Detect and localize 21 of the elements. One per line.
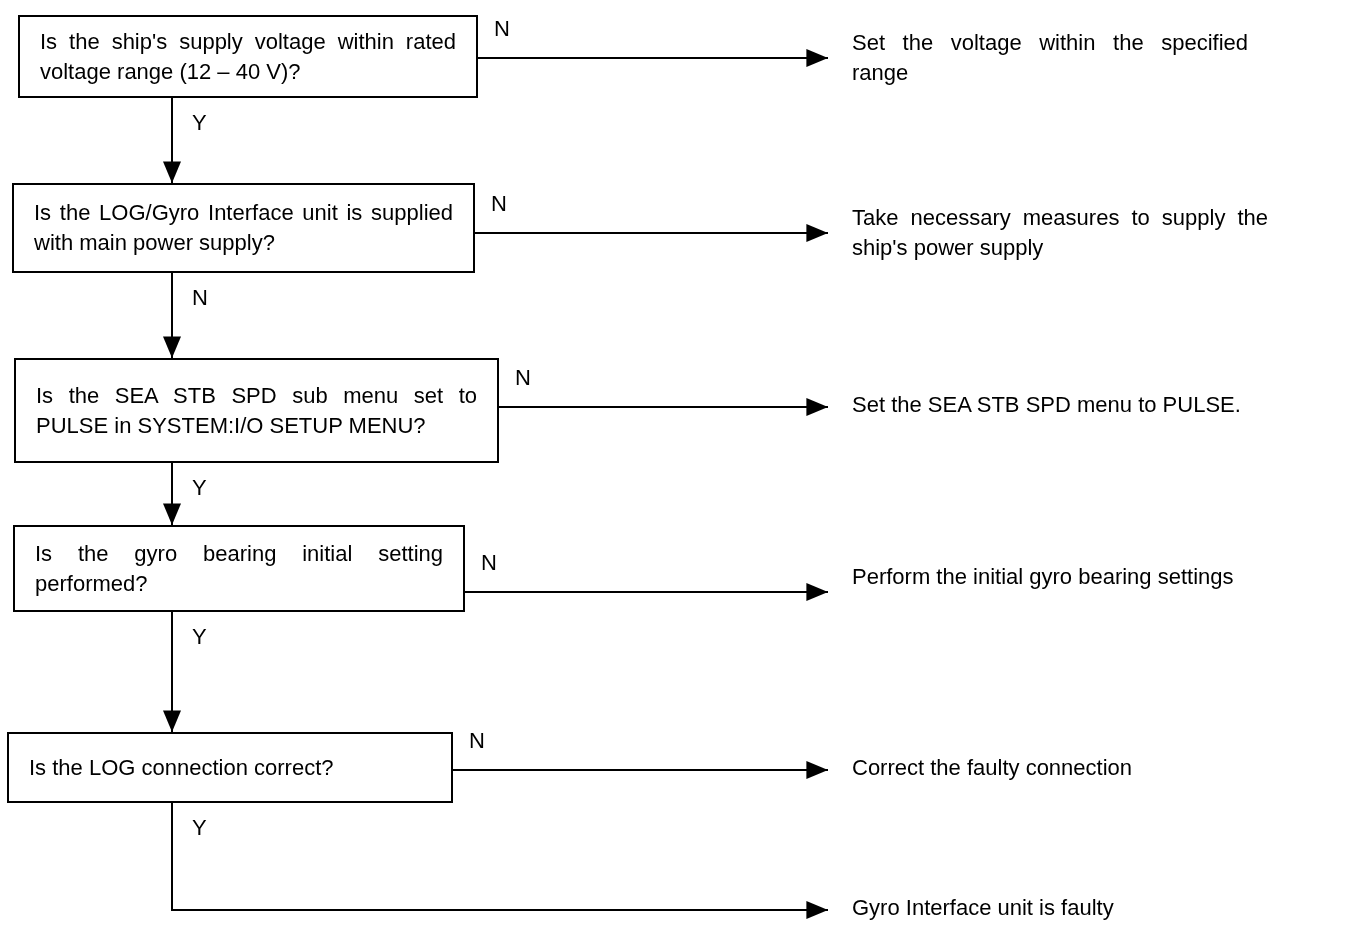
arrow — [163, 272, 181, 359]
decision-box: Is the SEA STB SPD sub menu set to PULSE in SYSTEM:I/O SETUP MENU? — [14, 358, 499, 463]
decision-box: Is the gyro bearing initial setting performed? — [13, 525, 465, 612]
arrow — [464, 583, 829, 601]
arrow — [498, 398, 829, 416]
action-text: Take necessary measures to supply the ship's power supply — [828, 203, 1268, 267]
decision-box: Is the LOG connection correct? — [7, 732, 453, 803]
action-text: Gyro Interface unit is faulty — [828, 893, 1248, 926]
arrow — [163, 462, 181, 526]
arrow — [171, 802, 829, 919]
arrow — [452, 761, 829, 779]
arrow — [163, 97, 181, 184]
decision-box: Is the LOG/Gyro Interface unit is supplied with main power supply? — [12, 183, 475, 273]
arrow — [163, 611, 181, 733]
action-text: Set the voltage within the specified range — [828, 28, 1248, 92]
arrow — [477, 49, 829, 67]
action-text: Perform the initial gyro bearing settings — [828, 562, 1278, 626]
arrow — [474, 224, 829, 242]
decision-box: Is the ship's supply voltage within rated voltage range (12 – 40 V)? — [18, 15, 478, 98]
action-text: Set the SEA STB SPD menu to PULSE. — [828, 390, 1338, 424]
action-text: Correct the faulty connection — [828, 753, 1248, 787]
